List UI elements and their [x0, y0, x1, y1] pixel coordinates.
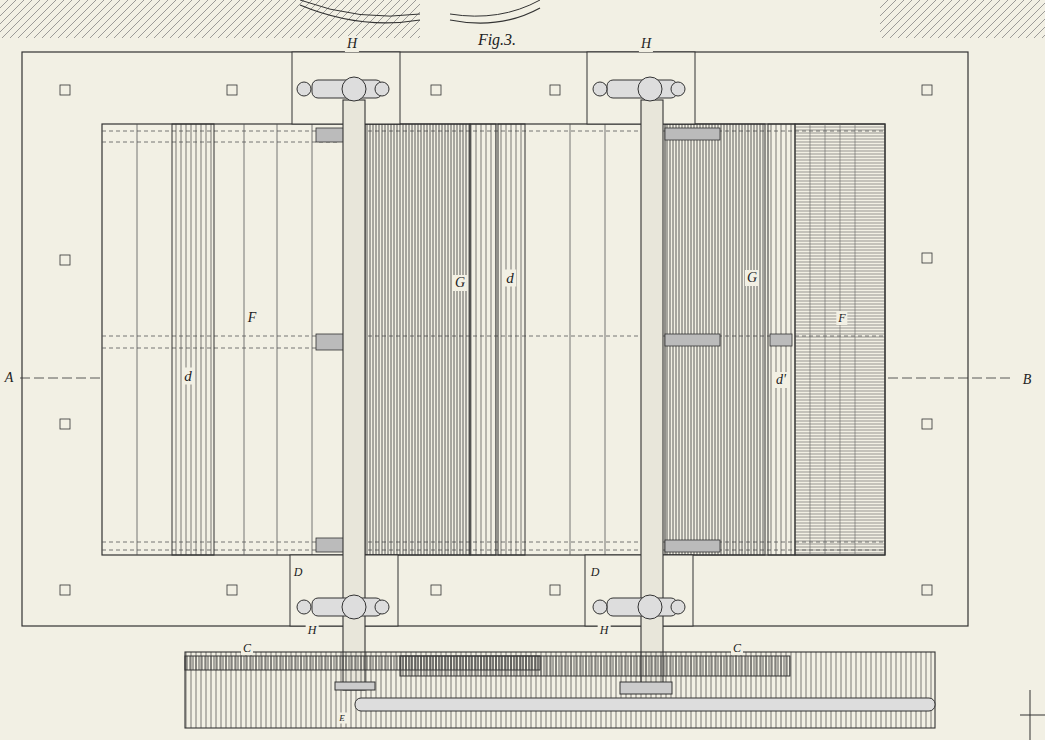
- part-letter: D: [292, 565, 305, 579]
- part-letter: d: [182, 368, 194, 385]
- part-letter: B: [1021, 372, 1034, 388]
- part-letter: H: [598, 623, 611, 637]
- part-letter: F: [836, 311, 847, 325]
- part-letter: H: [345, 36, 359, 52]
- part-letter: A: [3, 370, 16, 386]
- part-letter: E: [337, 713, 347, 724]
- part-letter: d: [504, 270, 516, 287]
- part-letter: F: [246, 310, 259, 326]
- part-letter: Fig.3.: [476, 31, 518, 49]
- part-letter: C: [241, 641, 253, 655]
- part-letter: G: [745, 270, 759, 286]
- part-letter: D: [589, 565, 602, 579]
- part-letter: H: [639, 36, 653, 52]
- part-letter: H: [306, 623, 319, 637]
- part-letter: G: [453, 275, 467, 291]
- part-letter: d': [774, 372, 788, 388]
- part-letter: C: [731, 641, 743, 655]
